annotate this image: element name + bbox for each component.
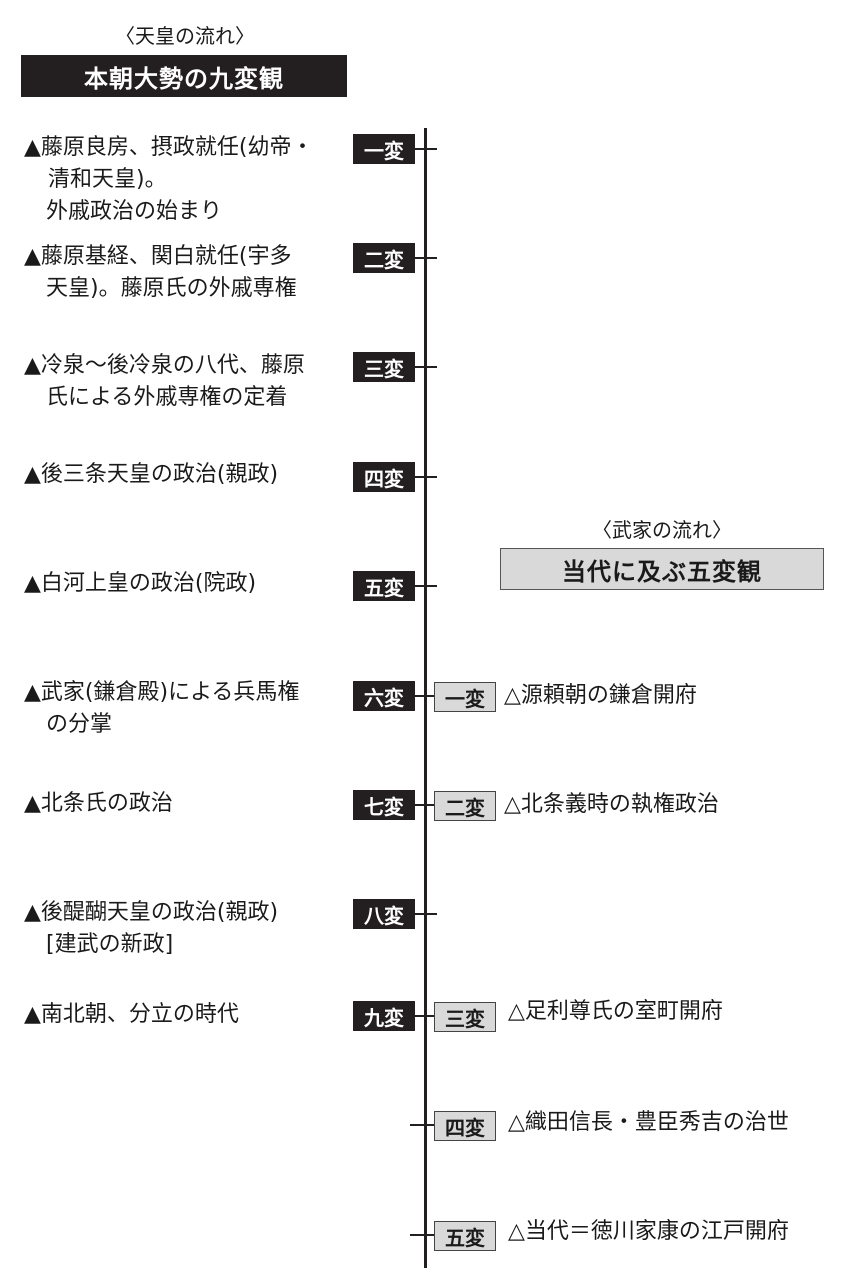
event-text-line: [建武の新政] — [24, 932, 174, 957]
timeline-axis — [424, 128, 427, 1268]
event-text-line: 氏による外戚専権の定着 — [24, 385, 288, 410]
axis-tick — [415, 585, 437, 587]
axis-tick — [410, 1124, 434, 1126]
emperor-flow-title: 本朝大勢の九変観 — [21, 55, 347, 97]
emperor-flow-caption: 〈天皇の流れ〉 — [115, 24, 255, 48]
event-text-line: ▲白河上皇の政治(院政) — [24, 571, 257, 596]
axis-tick — [415, 1015, 434, 1017]
emperor-event-7: ▲北条氏の政治 — [24, 788, 344, 820]
axis-tick — [415, 913, 437, 915]
emperor-badge-7: 七変 — [353, 790, 415, 820]
event-text-line: ▲藤原基経、関白就任(宇多 — [24, 244, 292, 269]
axis-tick — [415, 366, 437, 368]
warrior-flow-title: 当代に及ぶ五変観 — [500, 548, 824, 590]
warrior-badge-2: 二変 — [434, 791, 496, 821]
axis-tick — [415, 148, 437, 150]
warrior-event-4: △織田信長・豊臣秀吉の治世 — [508, 1110, 789, 1135]
emperor-badge-1: 一変 — [353, 134, 415, 164]
emperor-event-4: ▲後三条天皇の政治(親政) — [24, 459, 344, 491]
axis-tick — [415, 695, 434, 697]
event-text-line: ▲武家(鎌倉殿)による兵馬権 — [24, 680, 300, 705]
emperor-badge-4: 四変 — [353, 462, 415, 492]
event-text-line: ▲北条氏の政治 — [24, 791, 173, 816]
emperor-event-6: ▲武家(鎌倉殿)による兵馬権 の分掌 — [24, 677, 344, 741]
emperor-event-8: ▲後醍醐天皇の政治(親政) [建武の新政] — [24, 897, 344, 961]
axis-tick — [415, 257, 437, 259]
warrior-badge-3: 三変 — [434, 1002, 496, 1032]
warrior-badge-5: 五変 — [434, 1221, 496, 1251]
emperor-event-9: ▲南北朝、分立の時代 — [24, 999, 344, 1031]
event-text-line: 外戚政治の始まり — [24, 199, 223, 224]
emperor-badge-8: 八変 — [353, 899, 415, 929]
emperor-event-1: ▲藤原良房、摂政就任(幼帝・ 清和天皇)。 外戚政治の始まり — [24, 132, 344, 228]
warrior-event-3: △足利尊氏の室町開府 — [508, 999, 723, 1024]
emperor-event-5: ▲白河上皇の政治(院政) — [24, 568, 344, 600]
event-text-line: の分掌 — [24, 712, 113, 737]
event-text-line: ▲後三条天皇の政治(親政) — [24, 462, 279, 487]
event-text-line: ▲藤原良房、摂政就任(幼帝・ — [24, 135, 314, 160]
warrior-badge-1: 一変 — [434, 682, 496, 712]
warrior-flow-caption: 〈武家の流れ〉 — [592, 518, 732, 542]
emperor-badge-3: 三変 — [353, 352, 415, 382]
emperor-badge-9: 九変 — [353, 1001, 415, 1031]
emperor-badge-5: 五変 — [353, 571, 415, 601]
warrior-event-1: △源頼朝の鎌倉開府 — [504, 683, 697, 708]
emperor-event-3: ▲冷泉～後冷泉の八代、藤原 氏による外戚専権の定着 — [24, 350, 344, 414]
emperor-event-2: ▲藤原基経、関白就任(宇多 天皇)。藤原氏の外戚専権 — [24, 241, 344, 305]
warrior-event-2: △北条義時の執権政治 — [504, 792, 719, 817]
event-text-line: 天皇)。藤原氏の外戚専権 — [24, 276, 297, 301]
emperor-badge-2: 二変 — [353, 243, 415, 273]
event-text-line: ▲南北朝、分立の時代 — [24, 1002, 239, 1027]
event-text-line: ▲後醍醐天皇の政治(親政) — [24, 900, 279, 925]
axis-tick — [415, 804, 434, 806]
event-text-line: ▲冷泉～後冷泉の八代、藤原 — [24, 353, 305, 378]
event-text-line: 清和天皇)。 — [48, 167, 167, 192]
axis-tick — [415, 476, 437, 478]
axis-tick — [410, 1234, 434, 1236]
warrior-event-5: △当代＝徳川家康の江戸開府 — [508, 1219, 789, 1244]
warrior-badge-4: 四変 — [434, 1111, 496, 1141]
emperor-badge-6: 六変 — [353, 681, 415, 711]
